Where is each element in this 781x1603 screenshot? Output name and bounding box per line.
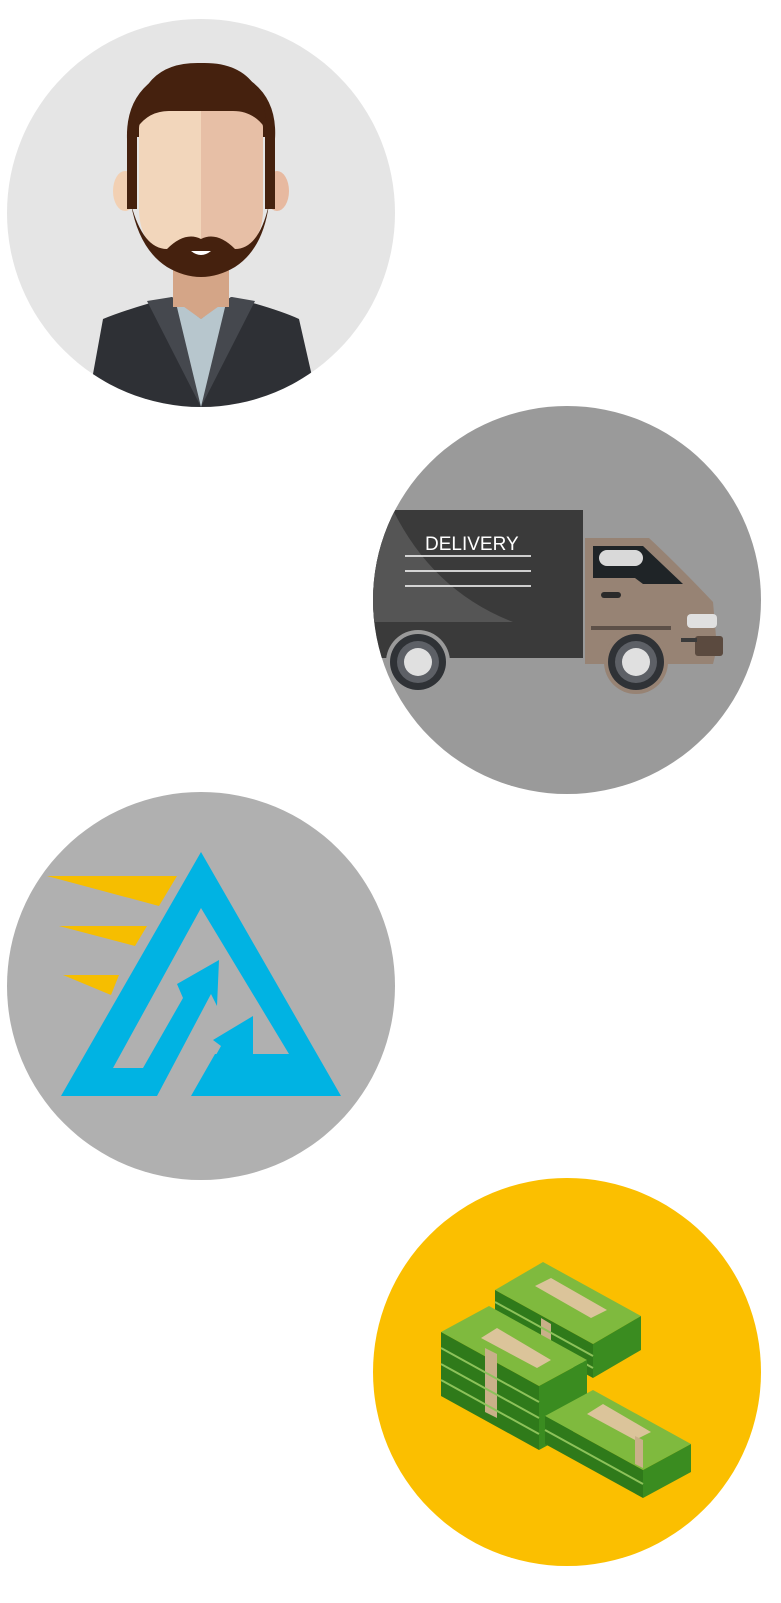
money-stacks-icon xyxy=(373,1178,761,1566)
businessman-avatar-icon xyxy=(7,19,395,407)
delivery-truck-icon: DELIVERY xyxy=(373,406,761,794)
truck-label: DELIVERY xyxy=(425,534,519,555)
growth-triangle-arrows-icon xyxy=(7,792,395,1180)
